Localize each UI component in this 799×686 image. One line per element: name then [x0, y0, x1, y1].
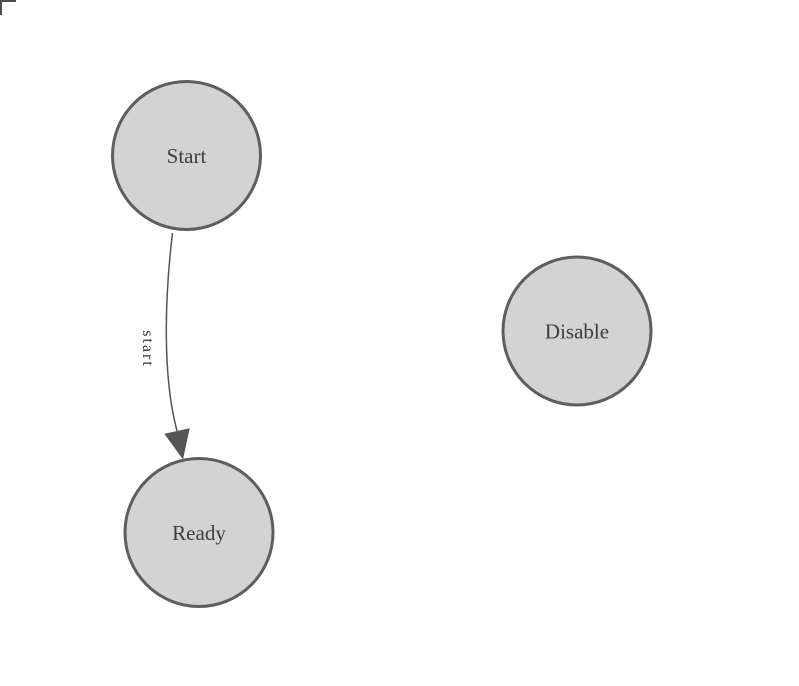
node-ready-circle[interactable] [123, 457, 275, 608]
node-ready-label: Ready [172, 521, 226, 545]
node-disable-circle[interactable] [501, 255, 653, 407]
arrowhead-icon [164, 428, 190, 460]
edge-start-to-ready[interactable]: start [139, 232, 190, 460]
node-start[interactable]: Start [111, 80, 262, 231]
node-start-label: Start [167, 144, 207, 168]
edge-line[interactable] [165, 232, 178, 432]
node-ready[interactable]: Ready [123, 457, 275, 608]
corner-bracket-icon [0, 0, 16, 15]
node-disable[interactable]: Disable [501, 255, 653, 407]
node-disable-label: Disable [545, 320, 609, 344]
node-start-circle[interactable] [111, 80, 262, 231]
edge-label: start [139, 330, 156, 368]
